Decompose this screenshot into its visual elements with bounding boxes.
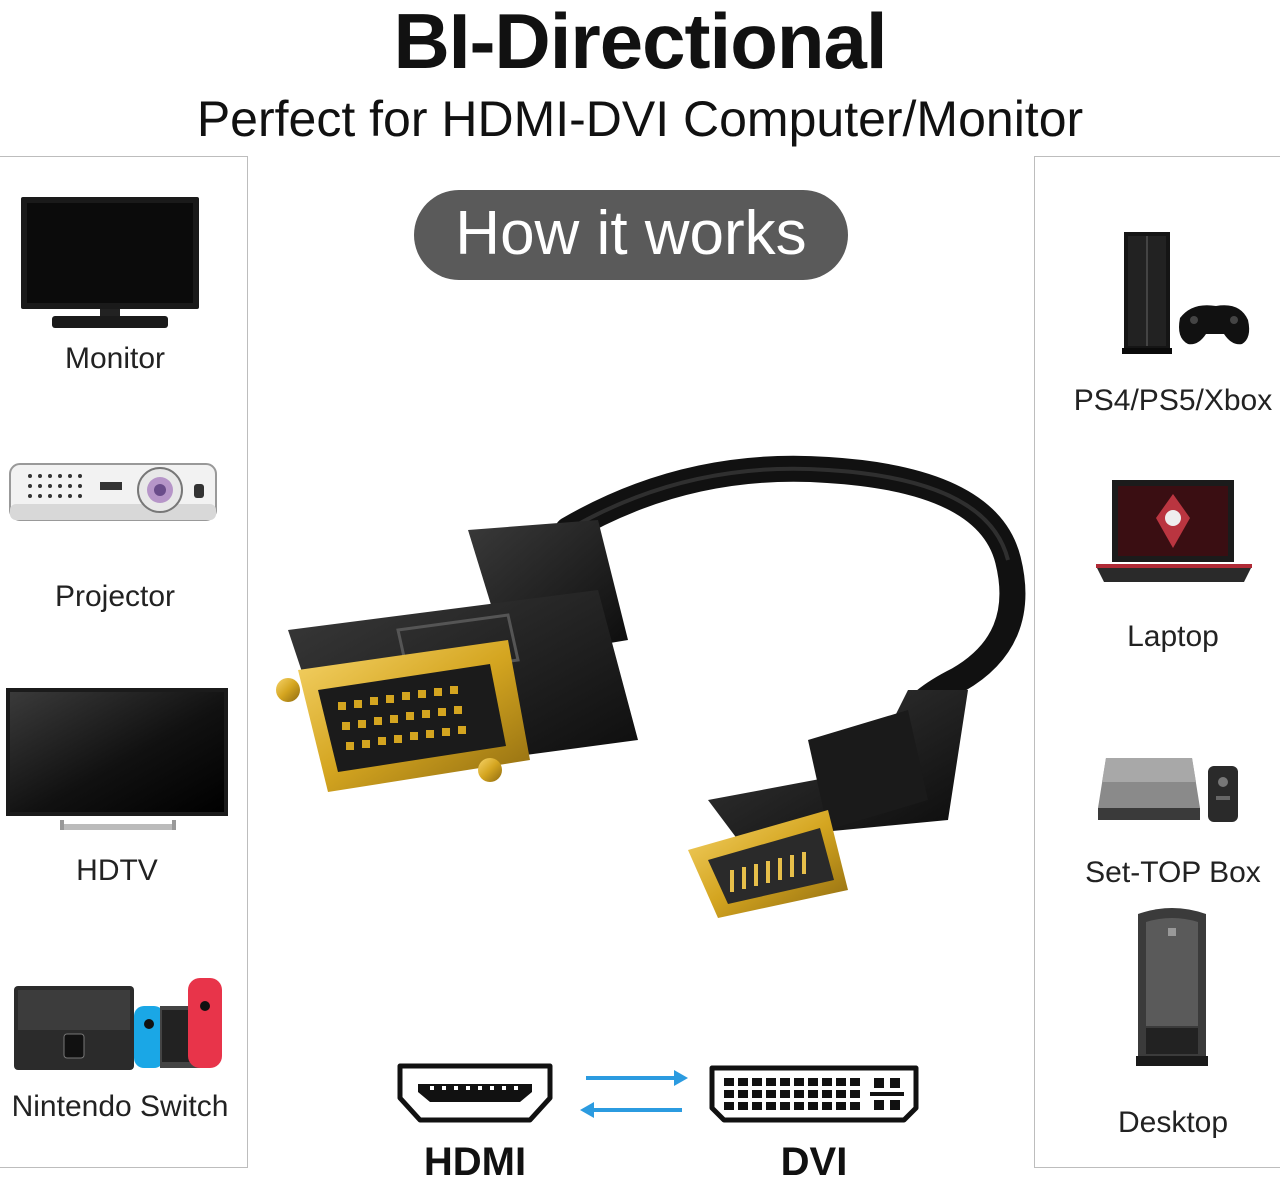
how-it-works-badge: How it works <box>414 190 848 280</box>
dvi-label: DVI <box>780 1140 848 1184</box>
device-label-hdtv: HDTV <box>76 854 158 887</box>
hdmi-label: HDMI <box>423 1140 527 1184</box>
desktop-tower-icon <box>1136 908 1208 1066</box>
device-label-desktop: Desktop <box>1117 1106 1229 1139</box>
hdmi-dvi-adapter-image <box>276 455 1026 918</box>
page-subtitle: Perfect for HDMI-DVI Computer/Monitor <box>196 91 1084 147</box>
dvi-port-icon <box>709 1065 919 1123</box>
hdmi-port-icon <box>397 1063 553 1123</box>
bidirectional-arrows-icon <box>580 1070 688 1118</box>
projector-icon <box>9 463 217 521</box>
monitor-icon <box>21 197 199 328</box>
page-title: BI-Directional <box>393 0 887 85</box>
device-label-game-console: PS4/PS5/Xbox <box>1073 384 1273 417</box>
game-console-icon <box>1122 232 1250 354</box>
device-label-laptop: Laptop <box>1127 620 1219 653</box>
device-label-set-top-box: Set-TOP Box <box>1085 856 1261 889</box>
set-top-box-icon <box>1098 758 1238 822</box>
laptop-icon <box>1096 480 1252 582</box>
device-label-projector: Projector <box>54 580 176 613</box>
device-label-monitor: Monitor <box>64 342 166 375</box>
device-label-nintendo-switch: Nintendo Switch <box>11 1090 229 1123</box>
hdtv-icon <box>6 688 228 830</box>
nintendo-switch-icon <box>14 978 222 1070</box>
